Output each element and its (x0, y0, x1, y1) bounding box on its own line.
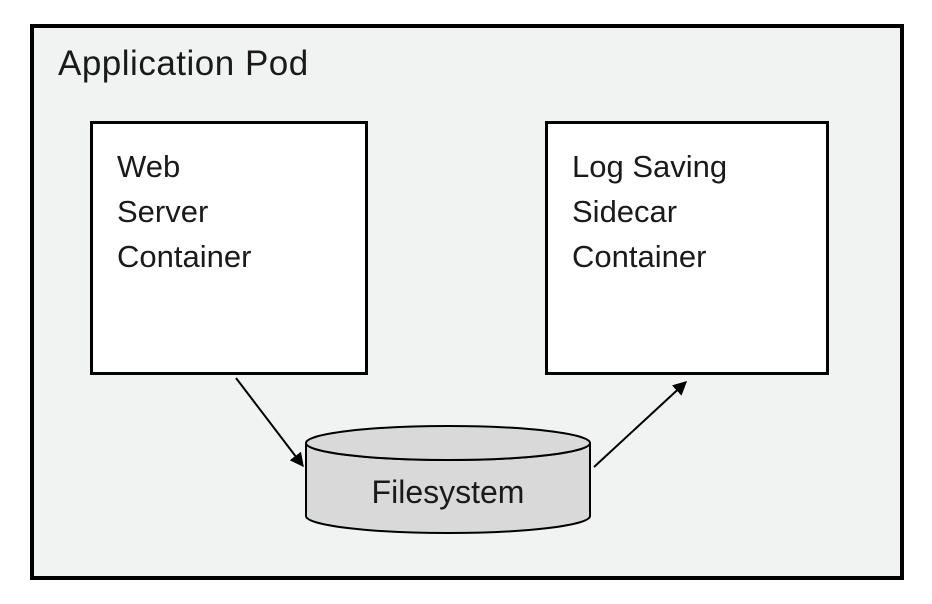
web-server-label-line-2: Server (117, 194, 209, 229)
application-pod-title: Application Pod (58, 44, 309, 83)
sidecar-label-line-1: Log Saving (572, 149, 728, 184)
sidecar-label-line-2: Sidecar (572, 194, 678, 229)
web-server-container-node: Web Server Container (90, 121, 368, 375)
filesystem-node-label: Filesystem (371, 474, 525, 510)
web-server-label-line-1: Web (117, 149, 181, 184)
web-server-label-line-3: Container (117, 239, 252, 274)
log-saving-sidecar-container-node: Log Saving Sidecar Container (545, 121, 829, 375)
sidecar-label-line-3: Container (572, 239, 707, 274)
